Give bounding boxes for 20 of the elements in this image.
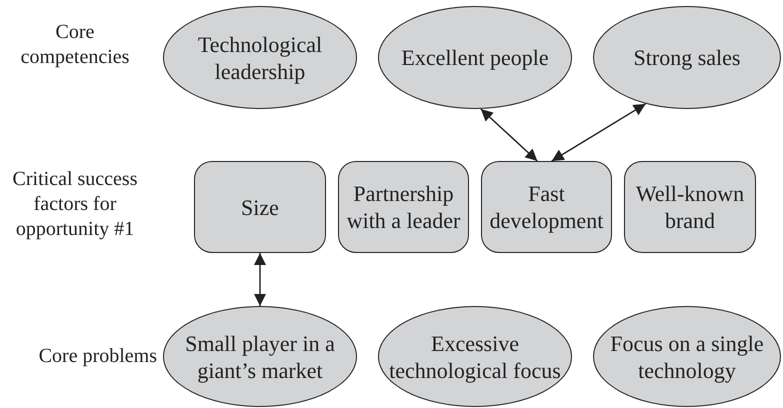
rounded-box (194, 161, 326, 253)
rounded-box (624, 161, 756, 253)
double-arrow (551, 103, 646, 162)
row-heading: Core problems (38, 344, 157, 369)
node-label: Focus on a single technology (609, 330, 765, 384)
row-heading: Core competencies (20, 20, 130, 70)
node-label: Small player in a giant’s market (184, 330, 336, 384)
node-label: Well-known brand (634, 180, 746, 234)
rounded-box (338, 161, 469, 253)
node-label: Technological leadership (196, 30, 324, 84)
node-label: Excellent people (401, 44, 549, 71)
row-heading: Critical success factors for opportunity #1 (12, 167, 138, 242)
node-label: Fast development (488, 180, 604, 234)
double-arrow (254, 253, 266, 306)
node-label: Partnership with a leader (346, 180, 462, 234)
node-label: Size (241, 194, 279, 220)
node-label: Strong sales (634, 44, 740, 71)
double-arrow (480, 108, 538, 162)
node-label: Excessive technological focus (388, 330, 562, 384)
rounded-box (481, 161, 612, 253)
